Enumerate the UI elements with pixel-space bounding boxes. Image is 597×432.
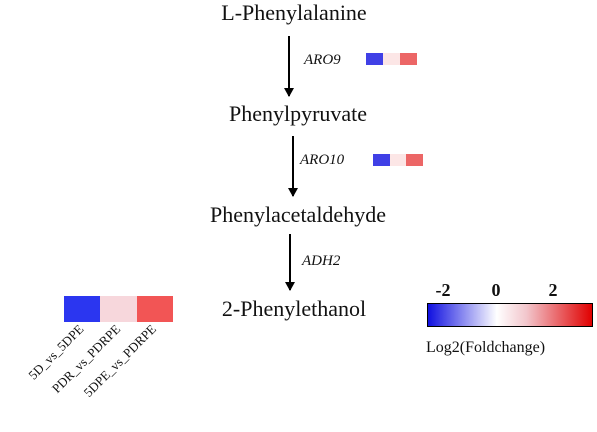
- colorbar-tick-0: 0: [491, 280, 501, 300]
- enzyme-aro9-label: ARO9: [304, 52, 341, 68]
- aro9-heat-cell-1: [366, 53, 383, 65]
- enzyme-aro9-heatmap: [366, 53, 417, 65]
- enzyme-aro10-heatmap: [373, 154, 424, 166]
- compound-l-phenylalanine: L-Phenylalanine: [221, 0, 367, 25]
- aro10-heat-cell-2: [389, 154, 407, 166]
- aro10-heat-cell-3: [406, 154, 424, 166]
- comparison-key-heatmap: [64, 296, 173, 322]
- aro9-heat-cell-3: [400, 53, 417, 65]
- colorbar-gradient: [427, 303, 593, 327]
- aro9-heat-cell-2: [383, 53, 400, 65]
- comparison-key-cell-1: [64, 296, 101, 322]
- enzyme-adh2-label: ADH2: [302, 253, 341, 269]
- colorbar-tick-2: 2: [548, 280, 558, 300]
- comparison-key-cell-2: [100, 296, 137, 322]
- enzyme-aro10-label: ARO10: [300, 152, 345, 168]
- compound-phenylacetaldehyde: Phenylacetaldehyde: [210, 202, 386, 227]
- colorbar-title: Log2(Foldchange): [426, 339, 546, 356]
- compound-2-phenylethanol: 2-Phenylethanol: [221, 296, 367, 321]
- aro10-heat-cell-1: [373, 154, 390, 166]
- comparison-key-cell-3: [136, 296, 173, 322]
- colorbar-tick-neg2: -2: [435, 280, 451, 300]
- compound-phenylpyruvate: Phenylpyruvate: [228, 101, 368, 126]
